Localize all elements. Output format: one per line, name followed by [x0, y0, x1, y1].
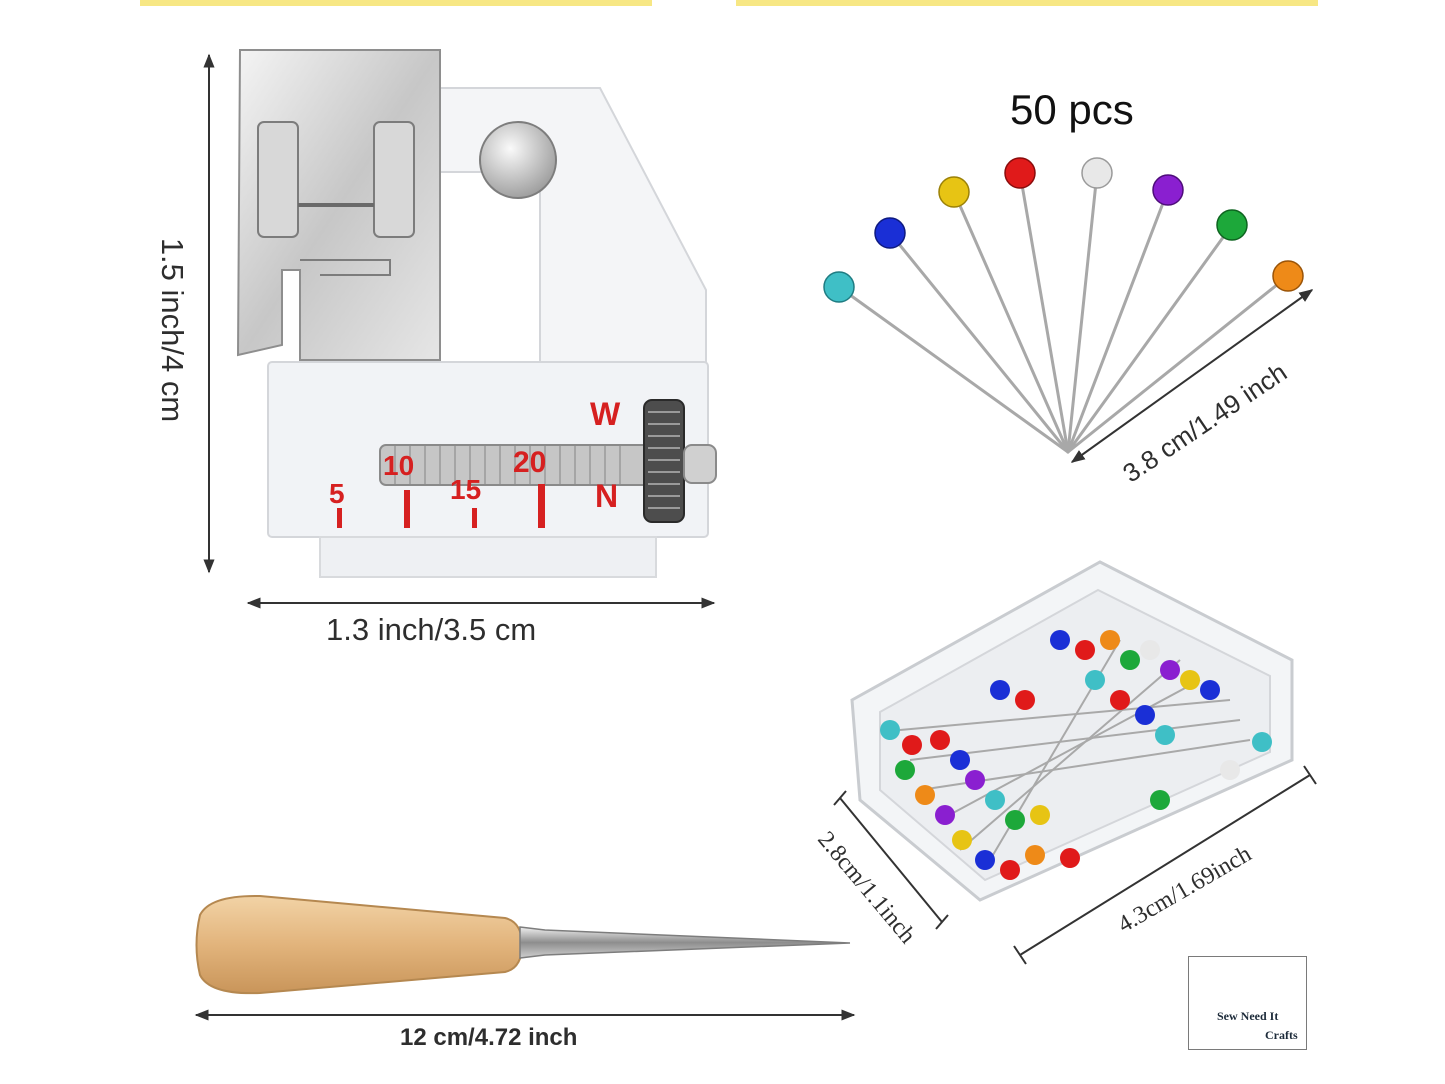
pin-head-white: [1081, 157, 1113, 189]
scale-label-5: 5: [329, 478, 345, 509]
brand-logo: Sew Need It Crafts: [1188, 956, 1307, 1050]
bias-binding-foot: [236, 49, 717, 578]
logo-text-line1: Sew Need It: [1217, 1009, 1279, 1023]
top-accent-right: [736, 0, 1318, 6]
pin-head-red: [1004, 157, 1036, 189]
pin-head-blue: [874, 217, 906, 249]
pin-head-purple: [1152, 174, 1184, 206]
pin-length-arrow: [1070, 289, 1314, 463]
top-accent-left: [140, 0, 652, 6]
box-depth-arrow: [839, 797, 943, 923]
pin-count-label: 50 pcs: [1010, 86, 1134, 133]
scale-label-20: 20: [513, 446, 547, 479]
scale-label-n: N: [595, 478, 619, 514]
box-length-arrow: [1019, 774, 1311, 956]
pin-head-green: [1216, 209, 1248, 241]
scale-label-w: W: [590, 396, 621, 432]
pin-box: [850, 560, 1294, 902]
pin-head-teal: [823, 271, 855, 303]
foot-width-label: 1.3 inch/3.5 cm: [326, 612, 537, 647]
wooden-awl: [195, 894, 851, 995]
pin-head-orange: [1272, 260, 1304, 292]
foot-height-label: 1.5 inch/4 cm: [155, 237, 190, 423]
scale-label-10: 10: [383, 450, 415, 481]
logo-text-line2: Crafts: [1265, 1028, 1298, 1042]
scale-label-15: 15: [450, 474, 482, 505]
pin-head-yellow: [938, 176, 970, 208]
awl-length-label: 12 cm/4.72 inch: [400, 1024, 578, 1051]
